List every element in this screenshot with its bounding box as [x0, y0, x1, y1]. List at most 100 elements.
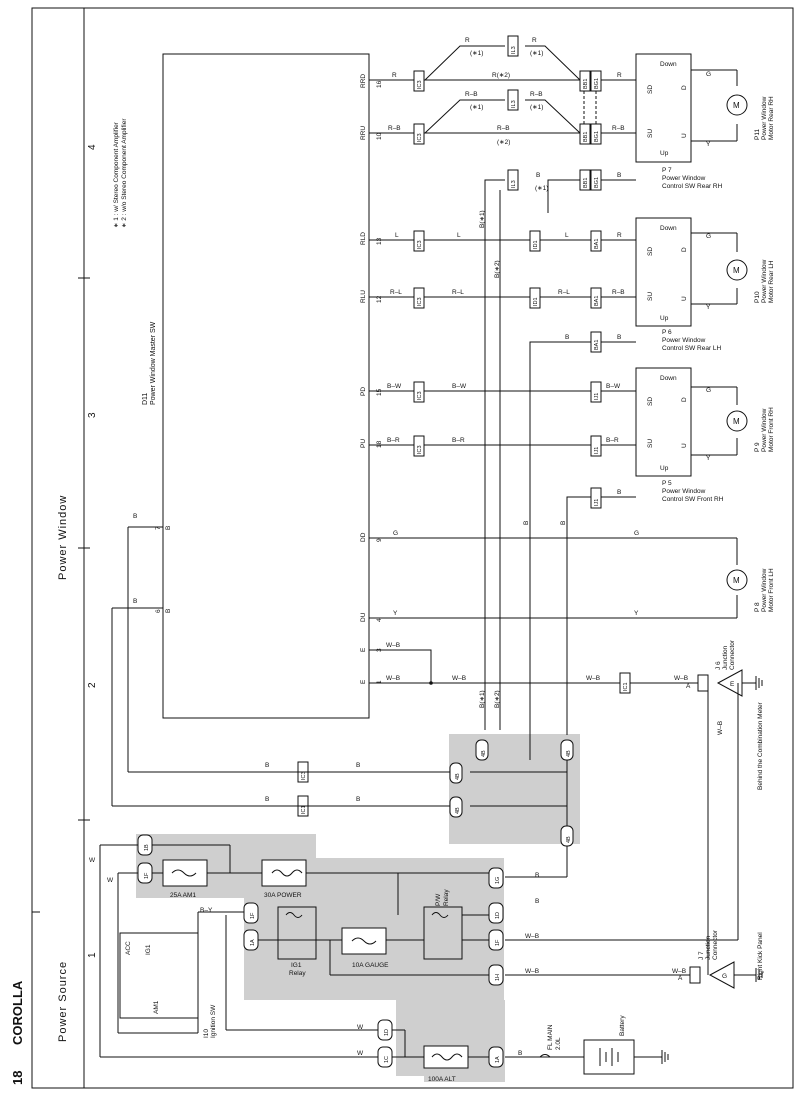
svg-text:Connector: Connector: [729, 639, 736, 670]
svg-text:R–B: R–B: [497, 125, 510, 132]
svg-text:A: A: [678, 975, 683, 982]
svg-text:RRU: RRU: [360, 126, 367, 140]
connector-labels: IC3 IC3 IL3 IL3 IL3 BB1 BG1 BB1 BG1 BB1 …: [301, 46, 629, 814]
svg-text:1A: 1A: [250, 939, 256, 946]
svg-text:B–R: B–R: [606, 437, 619, 444]
svg-text:IJ1: IJ1: [594, 393, 600, 400]
svg-text:R: R: [465, 37, 470, 44]
svg-text:B–R: B–R: [387, 437, 400, 444]
model-name: COROLLA: [10, 980, 25, 1045]
svg-text:G: G: [634, 530, 639, 537]
svg-text:SD: SD: [647, 85, 654, 94]
svg-text:B: B: [133, 598, 137, 605]
svg-text:B: B: [133, 513, 137, 520]
page-frame: [31, 7, 794, 1089]
svg-text:W–B: W–B: [525, 933, 539, 940]
svg-text:G: G: [706, 387, 711, 394]
svg-text:4B: 4B: [481, 750, 487, 757]
svg-text:Motor Front RH: Motor Front RH: [768, 407, 775, 452]
connector-4b-group: [111, 526, 574, 878]
svg-text:E: E: [730, 681, 735, 688]
svg-text:AM1: AM1: [153, 1000, 160, 1014]
svg-text:W–B: W–B: [672, 968, 686, 975]
svg-text:B(∗1): B(∗1): [479, 210, 486, 228]
svg-text:ID1: ID1: [533, 240, 539, 249]
svg-text:Motor Rear LH: Motor Rear LH: [768, 260, 775, 303]
svg-text:R–B: R–B: [388, 125, 401, 132]
svg-text:Junction: Junction: [722, 645, 729, 670]
svg-text:P/W: P/W: [435, 893, 442, 906]
svg-text:(∗2): (∗2): [497, 139, 510, 146]
svg-text:B: B: [356, 762, 360, 769]
svg-text:L: L: [565, 232, 569, 239]
svg-text:Power Window: Power Window: [761, 568, 768, 612]
svg-text:(∗1): (∗1): [470, 104, 483, 111]
svg-text:D: D: [681, 85, 688, 90]
svg-text:B: B: [617, 334, 621, 341]
svg-text:6: 6: [155, 609, 162, 613]
svg-text:4: 4: [376, 618, 383, 622]
svg-text:ACC: ACC: [125, 941, 132, 955]
svg-text:1D: 1D: [384, 1029, 390, 1036]
svg-text:E: E: [360, 647, 367, 652]
svg-text:BG1: BG1: [594, 177, 600, 188]
svg-text:BG1: BG1: [594, 131, 600, 142]
svg-text:Y: Y: [706, 455, 711, 462]
zone-4: 4: [87, 144, 98, 150]
svg-text:W: W: [357, 1050, 364, 1057]
svg-text:Connector: Connector: [712, 929, 719, 960]
svg-text:M: M: [733, 266, 740, 275]
master-sw-terminals: RRD RRU RLD RLU PD PU DD DU E E 16 10 13…: [155, 74, 383, 684]
svg-text:Power Window: Power Window: [761, 96, 768, 140]
motor-front-lh: [726, 538, 748, 618]
svg-text:R(∗2): R(∗2): [492, 72, 510, 79]
svg-text:Y: Y: [706, 304, 711, 311]
svg-text:B: B: [535, 872, 539, 879]
svg-text:Relay: Relay: [289, 970, 306, 977]
svg-text:B(∗1): B(∗1): [479, 690, 486, 708]
svg-text:W: W: [357, 1024, 364, 1031]
svg-text:P10: P10: [754, 291, 761, 303]
svg-text:4B: 4B: [566, 750, 572, 757]
svg-text:1F: 1F: [495, 939, 501, 946]
svg-text:10: 10: [376, 132, 383, 140]
svg-text:B: B: [265, 796, 269, 803]
svg-text:(∗1): (∗1): [530, 50, 543, 57]
svg-text:M: M: [733, 576, 740, 585]
svg-text:30A POWER: 30A POWER: [264, 892, 302, 899]
zone-3: 3: [87, 412, 98, 418]
svg-text:100A ALT: 100A ALT: [428, 1076, 456, 1083]
note-1: ∗ 1 : w/ Stereo Component Amplifier: [113, 121, 120, 228]
svg-text:G: G: [706, 233, 711, 240]
svg-text:B(∗2): B(∗2): [494, 260, 501, 278]
svg-text:A: A: [686, 683, 691, 690]
svg-text:SU: SU: [647, 292, 654, 301]
svg-text:IG1: IG1: [291, 962, 302, 969]
motor-labels: M M M M: [733, 101, 740, 585]
component-names: P 7 Power Window Control SW Rear RH P 6 …: [662, 96, 775, 980]
svg-text:W–B: W–B: [525, 968, 539, 975]
svg-text:B: B: [356, 796, 360, 803]
svg-text:R: R: [617, 72, 622, 79]
svg-text:1H: 1H: [495, 974, 501, 981]
zone-1: 1: [87, 952, 98, 958]
svg-text:PD: PD: [360, 387, 367, 396]
connector-4b-labels: 4B 4B 4B 4B 4B: [455, 750, 572, 843]
svg-text:4B: 4B: [566, 836, 572, 843]
svg-text:7: 7: [155, 526, 162, 530]
svg-text:W: W: [89, 857, 96, 864]
svg-text:9: 9: [376, 538, 383, 542]
svg-text:IC3: IC3: [417, 391, 423, 400]
svg-text:R–L: R–L: [452, 289, 464, 296]
svg-text:10A GAUGE: 10A GAUGE: [352, 962, 389, 969]
svg-text:B–W: B–W: [606, 383, 621, 390]
svg-text:W–B: W–B: [586, 675, 600, 682]
svg-text:Motor Rear RH: Motor Rear RH: [768, 96, 775, 140]
svg-text:Power Window: Power Window: [761, 408, 768, 452]
wire-front-rh-ground: [566, 496, 636, 735]
svg-text:Down: Down: [660, 375, 677, 382]
svg-text:R–B: R–B: [612, 125, 625, 132]
svg-text:Junction: Junction: [705, 935, 712, 960]
